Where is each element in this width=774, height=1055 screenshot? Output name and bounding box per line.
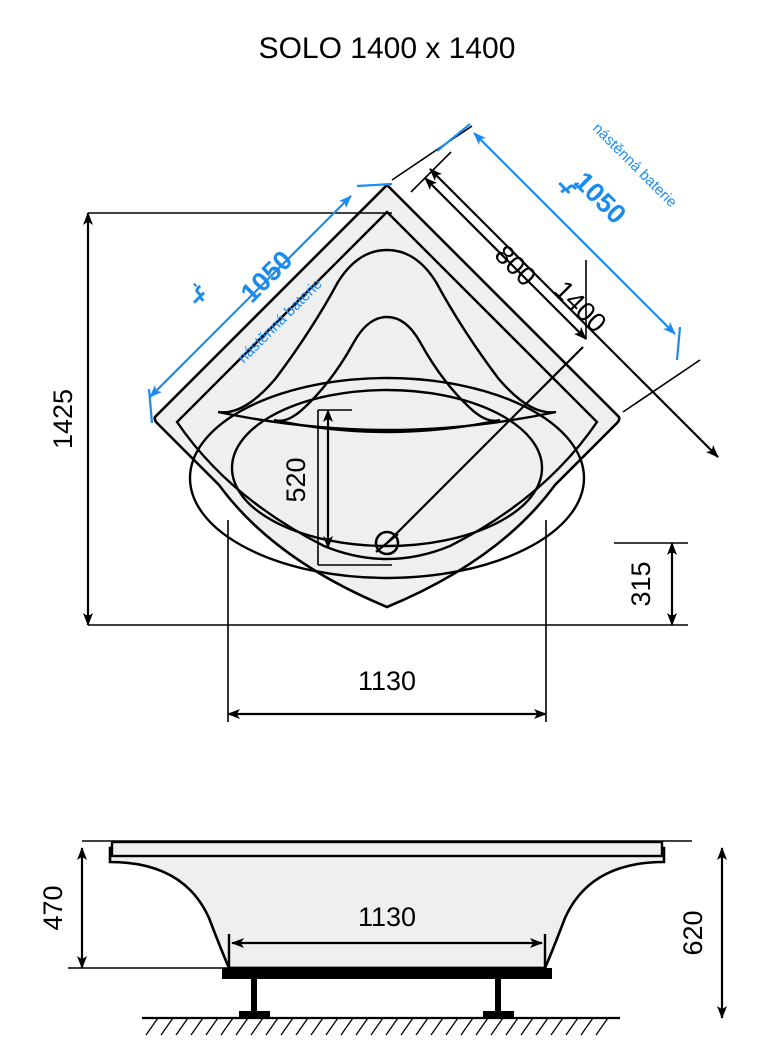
dimension-315-label: 315 — [626, 561, 656, 606]
dimension-1130-elevation-label: 1130 — [358, 902, 416, 932]
tub-rim — [82, 840, 692, 858]
faucet-icon — [558, 181, 580, 195]
dimension-520: 520 — [281, 409, 392, 566]
dimension-520-label: 520 — [281, 457, 311, 502]
faucet-icon — [192, 282, 206, 304]
dimension-315: 315 — [560, 542, 688, 626]
dimension-620-label: 620 — [678, 910, 708, 955]
faucet-right-value: 1050 — [568, 166, 632, 230]
tub-legs — [239, 979, 514, 1018]
floor-ground-line — [142, 1016, 620, 1036]
dimension-470: 470 — [38, 847, 232, 969]
leg-left — [251, 979, 257, 1015]
dimension-1400-label: 1400 — [549, 275, 613, 339]
leg-right-foot — [483, 1011, 514, 1018]
leg-left-foot — [239, 1011, 270, 1018]
leg-right — [495, 979, 501, 1015]
dimension-1425: 1425 — [48, 212, 560, 626]
dimension-620: 620 — [678, 847, 727, 1019]
dimension-470-label: 470 — [38, 885, 68, 930]
dimension-1130-plan: 1130 — [227, 520, 547, 722]
page-title: SOLO 1400 x 1400 — [259, 32, 516, 65]
dimension-1130-elevation: 1130 — [231, 902, 543, 948]
dimension-1130-plan-label: 1130 — [358, 666, 416, 696]
elevation-view-group: 470 620 1130 — [38, 840, 727, 1036]
dimension-1425-label: 1425 — [48, 389, 78, 449]
support-frame-bar — [222, 968, 552, 979]
tub-bowl-ellipse — [188, 376, 586, 580]
tub-inner-rim — [175, 210, 599, 561]
dimension-800-label: 800 — [489, 239, 542, 292]
plan-view-group: 1425 1400 800 520 — [48, 120, 719, 722]
